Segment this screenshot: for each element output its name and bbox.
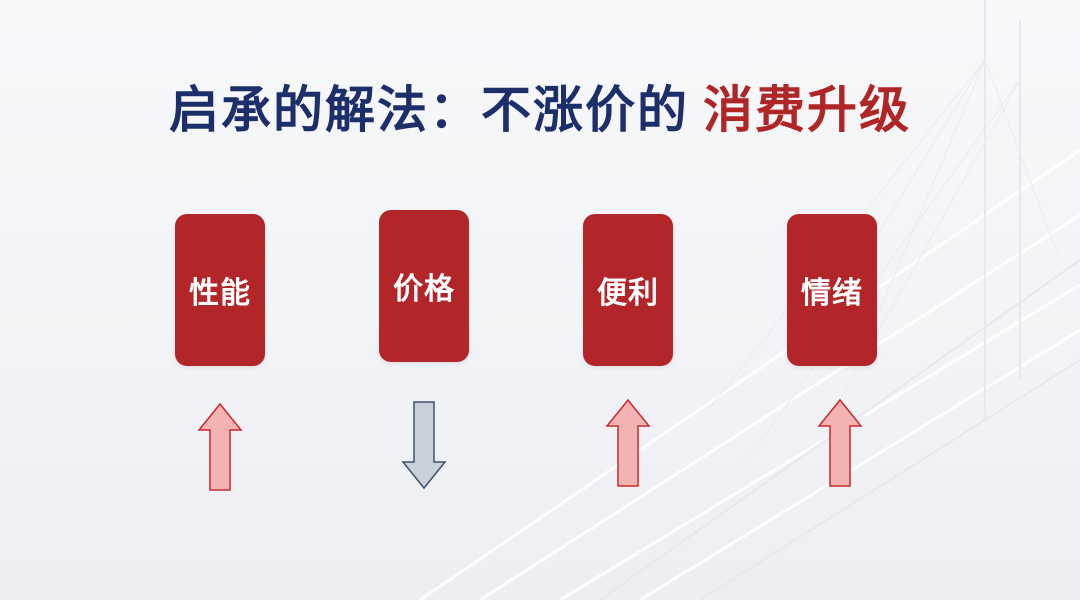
factor-label: 价格 bbox=[393, 272, 455, 307]
slide-title: 启承的解法：不涨价的消费升级 bbox=[0, 78, 1080, 142]
factor-label: 性能 bbox=[189, 276, 251, 311]
title-main-text: 启承的解法：不涨价的 bbox=[169, 81, 689, 139]
title-accent-text: 消费升级 bbox=[703, 81, 911, 139]
arrow-up-icon bbox=[197, 402, 243, 491]
factor-card-convenience: 便利 bbox=[583, 214, 673, 366]
arrow-up-icon bbox=[817, 398, 863, 487]
factor-card-price: 价格 bbox=[379, 210, 469, 362]
arrow-up-icon bbox=[605, 398, 651, 487]
factor-card-performance: 性能 bbox=[175, 214, 265, 366]
arrow-down-icon bbox=[401, 401, 447, 490]
factor-label: 情绪 bbox=[801, 276, 863, 311]
factor-label: 便利 bbox=[597, 276, 659, 311]
factor-card-emotion: 情绪 bbox=[787, 214, 877, 366]
